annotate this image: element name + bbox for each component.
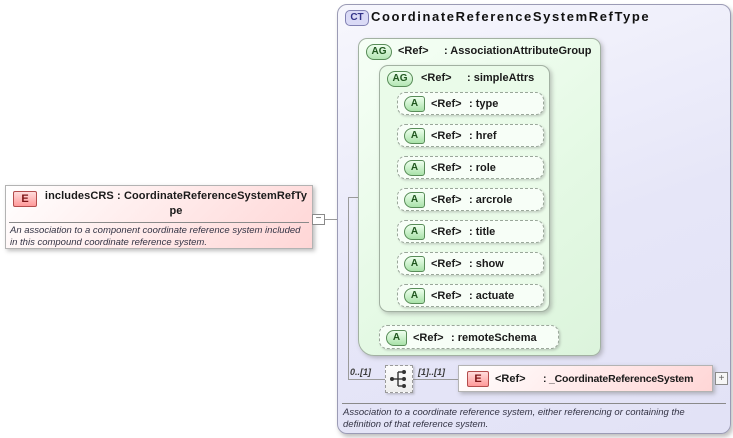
- ref-label: <Ref>: [431, 290, 462, 302]
- attribute-icon: A: [404, 96, 425, 112]
- attribute-row-actuate[interactable]: A <Ref> : actuate: [397, 284, 544, 307]
- collapse-toggle[interactable]: −: [312, 214, 325, 225]
- attribute-icon: A: [404, 224, 425, 240]
- ref-label: <Ref>: [421, 72, 452, 84]
- ref-label: <Ref>: [431, 258, 462, 270]
- element-box-includescrs[interactable]: E includesCRS : CoordinateReferenceSyste…: [5, 185, 313, 249]
- divider: [342, 403, 726, 404]
- element-ref-box-coordinatereferencesystem[interactable]: E <Ref> : _CoordinateReferenceSystem: [458, 365, 713, 392]
- sequence-compositor-icon[interactable]: [385, 365, 413, 393]
- element-icon: E: [467, 371, 489, 387]
- ref-label: <Ref>: [431, 130, 462, 142]
- attribute-name: : actuate: [469, 290, 515, 302]
- ref-label: <Ref>: [431, 226, 462, 238]
- cardinality-label: 0..[1]: [350, 367, 372, 377]
- ref-label: <Ref>: [398, 45, 429, 57]
- attribute-name: : arcrole: [469, 194, 513, 206]
- complex-type-box: CT CoordinateReferenceSystemRefType AG <…: [337, 4, 731, 434]
- attribute-row-href[interactable]: A <Ref> : href: [397, 124, 544, 147]
- attribute-group-name: : AssociationAttributeGroup: [444, 45, 592, 57]
- element-title: includesCRS : CoordinateReferenceSystemR…: [44, 190, 308, 217]
- connector-trunk: [348, 197, 349, 380]
- cardinality-label: [1]..[1]: [418, 367, 445, 377]
- connector-line: [413, 379, 459, 380]
- sequence-glyph: [390, 370, 406, 388]
- attribute-row-title[interactable]: A <Ref> : title: [397, 220, 544, 243]
- connector-stub: [348, 197, 359, 198]
- attribute-group-icon: AG: [366, 44, 392, 60]
- attribute-icon: A: [404, 192, 425, 208]
- simple-attrs-box[interactable]: AG <Ref> : simpleAttrs A <Ref> : type A <…: [379, 65, 550, 312]
- attribute-name: : href: [469, 130, 497, 142]
- expand-button[interactable]: +: [715, 372, 728, 385]
- attribute-group-box[interactable]: AG <Ref> : AssociationAttributeGroup AG …: [358, 38, 601, 356]
- ref-label: <Ref>: [413, 332, 444, 344]
- attribute-icon: A: [404, 160, 425, 176]
- attribute-row-type[interactable]: A <Ref> : type: [397, 92, 544, 115]
- element-ref-name: : _CoordinateReferenceSystem: [543, 373, 694, 385]
- complex-type-icon: CT: [345, 10, 369, 26]
- simple-attrs-icon: AG: [387, 71, 413, 87]
- attribute-name: : show: [469, 258, 504, 270]
- attribute-row-arcrole[interactable]: A <Ref> : arcrole: [397, 188, 544, 211]
- attribute-icon: A: [386, 330, 407, 346]
- attribute-name: : role: [469, 162, 496, 174]
- attribute-row-show[interactable]: A <Ref> : show: [397, 252, 544, 275]
- attribute-icon: A: [404, 288, 425, 304]
- ref-label: <Ref>: [495, 373, 526, 385]
- complex-type-annotation: Association to a coordinate reference sy…: [343, 407, 685, 430]
- ref-label: <Ref>: [431, 162, 462, 174]
- attribute-name: : title: [469, 226, 496, 238]
- attribute-icon: A: [404, 256, 425, 272]
- attribute-name: : type: [469, 98, 499, 110]
- attribute-name: : remoteSchema: [451, 332, 537, 344]
- attribute-icon: A: [404, 128, 425, 144]
- simple-attrs-name: : simpleAttrs: [467, 72, 535, 84]
- connector-line: [348, 379, 386, 380]
- complex-type-title: CoordinateReferenceSystemRefType: [371, 9, 651, 24]
- attribute-row-role[interactable]: A <Ref> : role: [397, 156, 544, 179]
- ref-label: <Ref>: [431, 98, 462, 110]
- ref-label: <Ref>: [431, 194, 462, 206]
- element-description: An association to a component coordinate…: [10, 225, 301, 248]
- divider: [9, 222, 309, 223]
- attribute-row-remoteschema[interactable]: A <Ref> : remoteSchema: [379, 325, 559, 349]
- element-icon: E: [13, 191, 37, 207]
